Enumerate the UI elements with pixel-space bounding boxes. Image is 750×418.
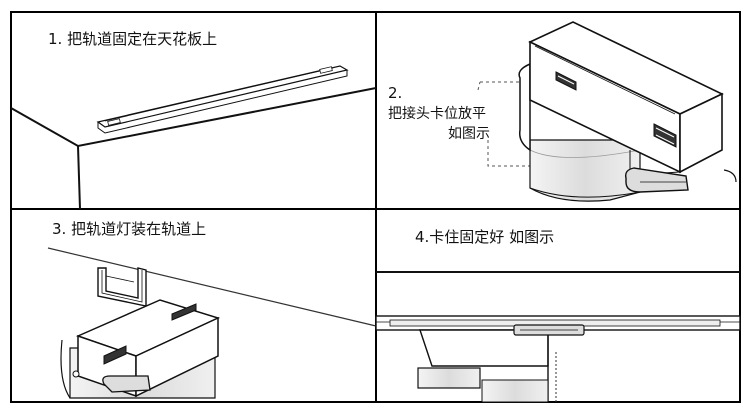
connector-slot-lower [653, 123, 677, 148]
panel-2-step-number: 2. [388, 84, 402, 102]
panel-2-label-line2: 如图示 [448, 126, 490, 142]
connector-round-left [518, 62, 531, 152]
connector-block [528, 21, 724, 174]
latch-lever [624, 167, 737, 193]
panel-1-label: 1. 把轨道固定在天花板上 [48, 30, 217, 48]
panel-4: 4.卡住固定好 如图示 [375, 228, 741, 403]
panel-3-label: 3. 把轨道灯装在轨道上 [52, 220, 206, 238]
wall-corner-line [77, 145, 81, 210]
panel-2-label-line1: 把接头卡位放平 [388, 105, 486, 122]
latch-lever-3 [102, 375, 151, 393]
slot-3a [103, 345, 127, 365]
ceiling-edge [10, 87, 377, 148]
ceiling-line [47, 247, 377, 327]
lamp-head-4 [417, 367, 481, 389]
track-channel [97, 267, 147, 307]
panel-1: 1. 把轨道固定在天花板上 [10, 30, 377, 210]
connector-slot-upper [555, 71, 577, 91]
ceiling-track [96, 65, 349, 134]
panel-4-label: 4.卡住固定好 如图示 [415, 228, 554, 246]
lamp-body [529, 139, 641, 202]
slot-3b [171, 303, 197, 321]
panel-2: 2. 把接头卡位放平 如图示 [388, 21, 737, 202]
panel-3: 3. 把轨道灯装在轨道上 [47, 220, 377, 399]
latch-locked-4 [513, 324, 585, 336]
